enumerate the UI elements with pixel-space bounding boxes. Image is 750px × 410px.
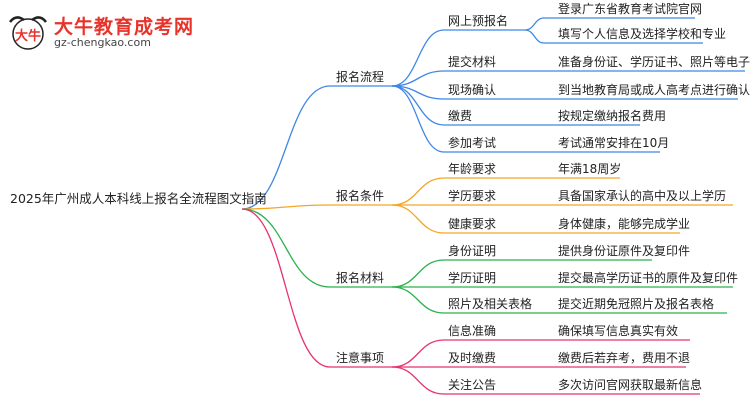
site-title: 大牛教育成考网 — [54, 16, 195, 38]
branch-to-child-connector — [391, 85, 445, 126]
child-label: 学历要求 — [448, 189, 497, 203]
logo-mark-text: 大牛 — [15, 28, 41, 44]
child-label: 提交材料 — [448, 55, 497, 69]
child-label: 年龄要求 — [448, 162, 497, 176]
detail-label: 提交近期免冠照片及报名表格 — [558, 297, 715, 311]
child-to-detail-connector — [524, 17, 545, 31]
child-to-detail-connector — [524, 29, 545, 44]
root-to-branch-connector — [241, 85, 331, 210]
detail-label: 缴费后若弃考，费用不退 — [558, 351, 691, 365]
detail-label: 按规定缴纳报名费用 — [558, 109, 667, 123]
child-label: 缴费 — [448, 109, 473, 123]
root-to-branch-connector — [241, 208, 331, 368]
child-label: 网上预报名 — [448, 14, 509, 28]
child-label: 照片及相关表格 — [448, 297, 533, 311]
detail-label: 多次访问官网获取最新信息 — [558, 378, 703, 392]
branch-to-child-connector — [391, 70, 445, 87]
detail-label: 具备国家承认的高中及以上学历 — [558, 189, 727, 203]
detail-label: 年满18周岁 — [558, 162, 622, 176]
site-url: gz-chengkao.com — [54, 36, 151, 49]
child-label: 及时缴费 — [448, 351, 497, 365]
branch-label: 报名条件 — [336, 189, 385, 203]
root-to-branch-connector — [241, 208, 331, 288]
branch-to-child-connector — [391, 177, 445, 206]
site-logo[interactable]: 大牛 大牛教育成考网 gz-chengkao.com — [6, 10, 236, 56]
branch-to-child-connector — [391, 339, 445, 368]
detail-label: 身体健康，能够完成学业 — [558, 217, 691, 231]
child-label: 关注公告 — [448, 378, 497, 392]
branch-to-child-connector — [391, 29, 445, 87]
child-label: 现场确认 — [448, 83, 497, 97]
branch-to-child-connector — [391, 204, 445, 234]
branch-to-child-connector — [391, 85, 445, 153]
detail-label: 到当地教育局或成人高考点进行确认 — [558, 83, 750, 97]
detail-label: 提供身份证原件及复印件 — [558, 244, 691, 258]
branch-label: 报名材料 — [336, 271, 385, 285]
child-label: 信息准确 — [448, 324, 497, 338]
child-label: 健康要求 — [448, 217, 497, 231]
detail-label: 准备身份证、学历证书、照片等电子版 — [558, 55, 750, 69]
detail-label: 考试通常安排在10月 — [558, 136, 670, 150]
detail-label: 登录广东省教育考试院官网 — [558, 2, 703, 16]
branch-to-child-connector — [391, 366, 445, 395]
root-to-branch-connector — [241, 204, 331, 210]
branch-label: 注意事项 — [336, 351, 385, 365]
child-label: 身份证明 — [448, 244, 497, 258]
detail-label: 填写个人信息及选择学校和专业 — [558, 27, 727, 41]
child-label: 学历证明 — [448, 271, 497, 285]
mindmap-root: 2025年广州成人本科线上报名全流程图文指南 — [10, 191, 267, 206]
bull-logo-icon: 大牛 — [9, 16, 47, 50]
detail-label: 提交最高学历证书的原件及复印件 — [558, 271, 739, 285]
detail-label: 确保填写信息真实有效 — [558, 324, 679, 338]
branch-to-child-connector — [391, 259, 445, 288]
child-label: 参加考试 — [448, 136, 497, 150]
branch-to-child-connector — [391, 286, 445, 314]
branch-label: 报名流程 — [336, 70, 385, 84]
